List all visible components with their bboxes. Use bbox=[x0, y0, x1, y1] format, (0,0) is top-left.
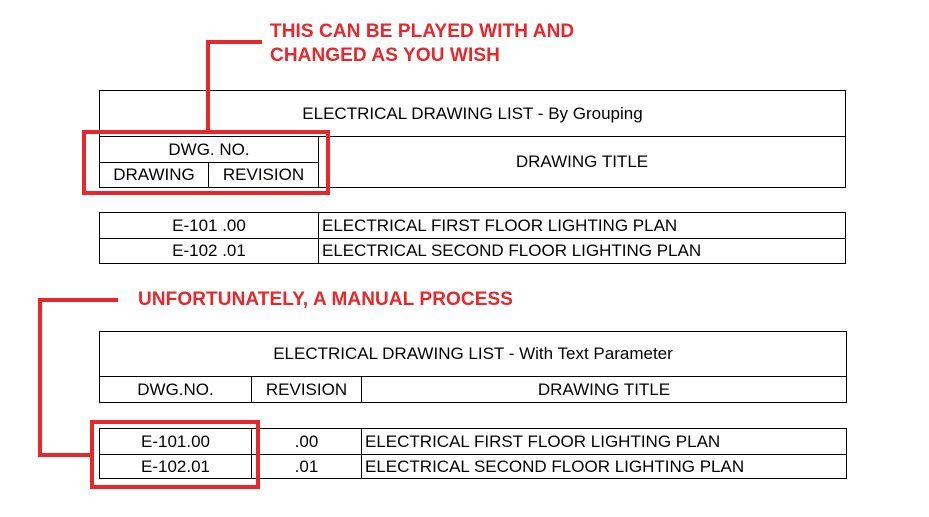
annotation-top-line1: THIS CAN BE PLAYED WITH AND bbox=[270, 21, 575, 42]
table2-revision-header: REVISION bbox=[265, 379, 348, 399]
table1-dwg-no-header: DWG. NO. bbox=[168, 139, 250, 159]
callout-connector-bottom-link bbox=[38, 453, 92, 457]
table2-header: ELECTRICAL DRAWING LIST - With Text Para… bbox=[99, 331, 847, 403]
table1-title: ELECTRICAL DRAWING LIST - By Grouping bbox=[302, 103, 643, 123]
table2-body: E-101.00 .00 ELECTRICAL FIRST FLOOR LIGH… bbox=[99, 428, 847, 479]
table2-dwg-no-header: DWG.NO. bbox=[137, 379, 214, 399]
table2-row2-number: E-102.01 bbox=[141, 456, 210, 476]
callout-connector-bottom-vertical bbox=[38, 298, 42, 457]
annotation-top-line2: CHANGED AS YOU WISH bbox=[270, 45, 500, 66]
callout-box-top bbox=[82, 130, 330, 195]
callout-connector-bottom-horizontal bbox=[38, 298, 118, 302]
table2-row2-title: ELECTRICAL SECOND FLOOR LIGHTING PLAN bbox=[365, 456, 745, 476]
table1-row2-number: E-102 .01 bbox=[172, 241, 246, 260]
callout-connector-top-horizontal bbox=[206, 40, 262, 44]
table2-row1-number: E-101.00 bbox=[141, 431, 210, 451]
table1-revision-header: REVISION bbox=[222, 165, 305, 184]
table1-body: E-101 .00 ELECTRICAL FIRST FLOOR LIGHTIN… bbox=[99, 212, 846, 264]
annotation-middle: UNFORTUNATELY, A MANUAL PROCESS bbox=[138, 289, 514, 310]
callout-box-bottom bbox=[90, 420, 260, 489]
table1-row2-title: ELECTRICAL SECOND FLOOR LIGHTING PLAN bbox=[322, 241, 702, 260]
table1-title-header: DRAWING TITLE bbox=[515, 152, 649, 171]
table2-row1-title: ELECTRICAL FIRST FLOOR LIGHTING PLAN bbox=[365, 431, 721, 451]
table1-header: ELECTRICAL DRAWING LIST - By Grouping DW… bbox=[99, 90, 846, 188]
table1-row1-title: ELECTRICAL FIRST FLOOR LIGHTING PLAN bbox=[322, 215, 678, 235]
annotation-top: THIS CAN BE PLAYED WITH AND CHANGED AS Y… bbox=[270, 20, 574, 68]
table2-title-header: DRAWING TITLE bbox=[537, 379, 671, 399]
table1-row1-number: E-101 .00 bbox=[172, 215, 246, 235]
table2-row2-revision: .01 bbox=[294, 456, 319, 476]
table1-drawing-header: DRAWING bbox=[113, 165, 195, 184]
table2-row1-revision: .00 bbox=[294, 431, 319, 451]
callout-connector-top-vertical bbox=[206, 40, 210, 132]
table2-title: ELECTRICAL DRAWING LIST - With Text Para… bbox=[273, 344, 673, 363]
